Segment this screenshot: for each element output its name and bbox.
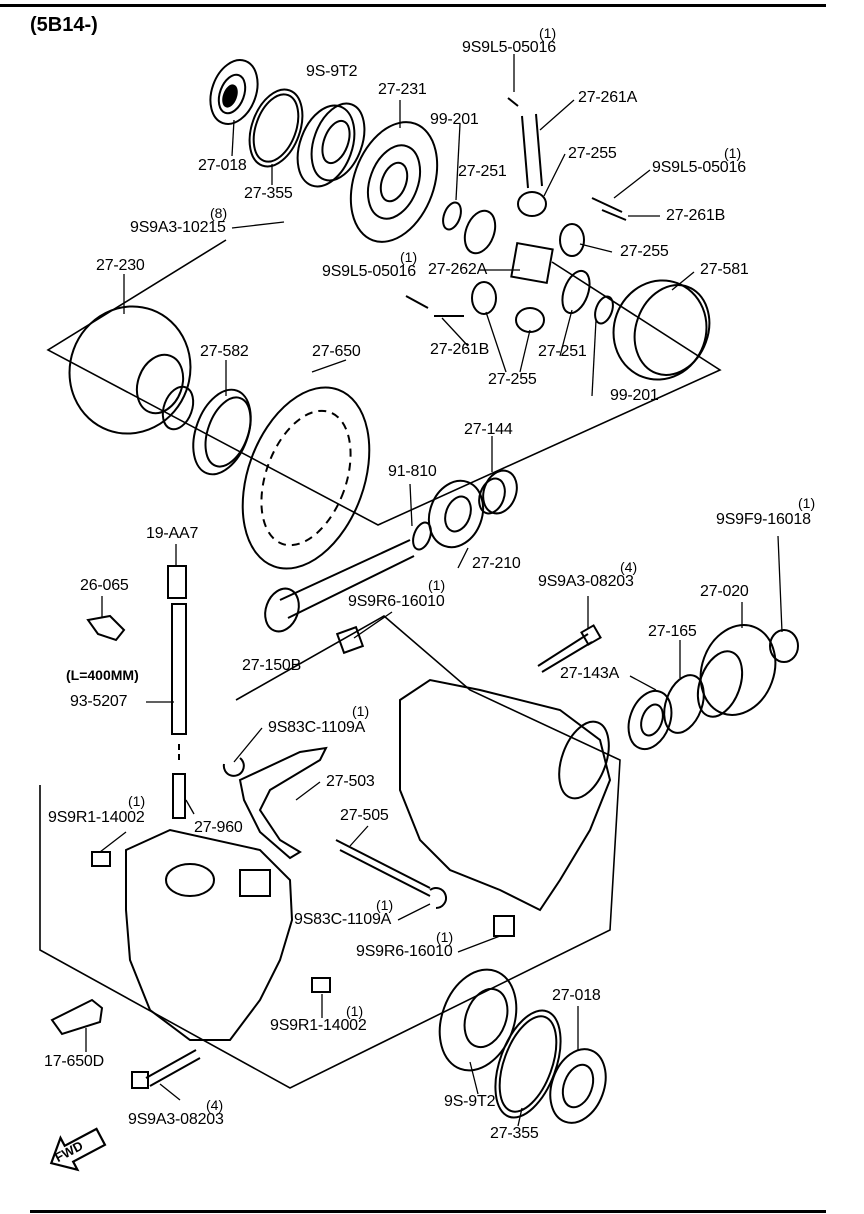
qty-plug-14002-left: (1) bbox=[128, 793, 146, 809]
label-bearing-27-144: 27-144 bbox=[464, 421, 513, 438]
label-gear-27-255-c: 27-255 bbox=[488, 371, 537, 388]
shaft-27-505-drawing bbox=[335, 839, 447, 909]
qty-bolt-08203-bottom: (4) bbox=[206, 1097, 224, 1113]
label-gear-27-255-b: 27-255 bbox=[620, 243, 669, 260]
label-shaft-27-505: 27-505 bbox=[340, 807, 389, 824]
differential-group-outline bbox=[46, 239, 722, 526]
label-shaft-27-261a: 27-261A bbox=[578, 89, 638, 106]
qty-plug-16010-top: (1) bbox=[428, 577, 446, 593]
snap-ring-top-drawing bbox=[222, 757, 245, 777]
pinion-shaft-drawing bbox=[264, 539, 415, 633]
label-pin-9s9l5-mid: 9S9L5-05016 bbox=[322, 263, 416, 280]
label-shim-99-201-bottom: 99-201 bbox=[610, 387, 659, 404]
ring-27-582-drawing bbox=[192, 388, 252, 476]
leader-lines bbox=[85, 54, 783, 1127]
transmission-case-drawing bbox=[125, 828, 294, 1041]
tube-and-cable-drawing bbox=[167, 565, 187, 819]
label-pin-27-261b-right: 27-261B bbox=[666, 207, 726, 224]
label-block-27-262a: 27-262A bbox=[428, 261, 488, 278]
label-case-27-230: 27-230 bbox=[96, 257, 145, 274]
shift-fork-27-503-drawing bbox=[238, 746, 328, 860]
top-border bbox=[0, 4, 826, 7]
label-plug-9s9r1-14002-left: 9S9R1-14002 bbox=[48, 809, 145, 826]
label-bolt-9s9a3-10215: 9S9A3-10215 bbox=[130, 219, 226, 236]
length-note: (L=400MM) bbox=[66, 667, 139, 683]
label-seal-27-018-top: 27-018 bbox=[198, 157, 247, 174]
shim-99-201-drawing bbox=[442, 201, 462, 231]
label-cover-27-231: 27-231 bbox=[378, 81, 427, 98]
clip-26-065-drawing bbox=[86, 614, 126, 642]
bearing-9s-9t2-top-drawing bbox=[296, 102, 366, 188]
label-bolt-9s9a3-08203-bottom: 9S9A3-08203 bbox=[128, 1111, 224, 1128]
housing-27-150b-drawing bbox=[399, 678, 612, 912]
label-snap-9s83c-1109a-bottom: 9S83C-1109A bbox=[294, 911, 392, 928]
qty-nut-16018: (1) bbox=[798, 495, 816, 511]
label-pin-27-261b-mid: 27-261B bbox=[430, 341, 490, 358]
label-bearing-27-210: 27-210 bbox=[472, 555, 521, 572]
label-nut-9s9f9-16018: 9S9F9-16018 bbox=[716, 511, 811, 528]
bolt-9s9a3-08203-bottom-drawing bbox=[131, 1049, 201, 1089]
ring-gear-27-650-drawing bbox=[241, 386, 371, 570]
label-gear-27-251-a: 27-251 bbox=[458, 163, 507, 180]
qty-pin-top: (1) bbox=[539, 25, 557, 41]
label-ring-27-582: 27-582 bbox=[200, 343, 249, 360]
sensor-17-650d-drawing bbox=[50, 998, 104, 1036]
label-plug-9s9r6-16010-top: 9S9R6-16010 bbox=[348, 593, 445, 610]
pinion-gears-drawing bbox=[463, 191, 614, 333]
label-seal-27-165: 27-165 bbox=[648, 623, 697, 640]
qty-plug-16010-bottom: (1) bbox=[436, 929, 454, 945]
qty-bolt-10215: (8) bbox=[210, 205, 228, 221]
qty-bolt-08203-top: (4) bbox=[620, 559, 638, 575]
label-cable-93-5207: 93-5207 bbox=[70, 693, 128, 710]
label-tube-19-aa7: 19-AA7 bbox=[146, 525, 199, 542]
label-ring-27-355-bottom: 27-355 bbox=[490, 1125, 539, 1142]
qty-pin-right: (1) bbox=[724, 145, 742, 161]
bearing-27-210-drawing bbox=[412, 479, 485, 551]
seal-27-165-drawing bbox=[627, 674, 705, 751]
qty-snap-bottom: (1) bbox=[376, 897, 394, 913]
plugs-drawing bbox=[91, 625, 515, 993]
seal-27-018-top-drawing bbox=[209, 59, 259, 125]
case-27-230-drawing bbox=[68, 305, 195, 435]
label-bearing-27-143a: 27-143A bbox=[560, 665, 620, 682]
label-plug-9s9r1-14002-bottom: 9S9R1-14002 bbox=[270, 1017, 367, 1034]
shafts-and-pins-drawing bbox=[405, 97, 627, 317]
label-gear-27-251-b: 27-251 bbox=[538, 343, 587, 360]
flange-27-020-drawing bbox=[696, 624, 799, 718]
bearing-27-144-drawing bbox=[478, 469, 518, 515]
qty-plug-14002-bottom: (1) bbox=[346, 1003, 364, 1019]
bolt-9s9a3-08203-top-drawing bbox=[537, 624, 602, 673]
model-range-header: (5B14-) bbox=[30, 14, 98, 36]
label-gear-27-255-a: 27-255 bbox=[568, 145, 617, 162]
label-gear-27-650: 27-650 bbox=[312, 343, 361, 360]
label-housing-27-150b: 27-150B bbox=[242, 657, 302, 674]
label-ring-27-355-top: 27-355 bbox=[244, 185, 293, 202]
label-shim-91-810: 91-810 bbox=[388, 463, 437, 480]
housing-group-outline bbox=[39, 615, 621, 1089]
label-pin-9s9l5-right: 9S9L5-05016 bbox=[652, 159, 746, 176]
label-seal-9s-9t2-bottom: 9S-9T2 bbox=[444, 1093, 496, 1110]
label-seal-27-018-bottom: 27-018 bbox=[552, 987, 601, 1004]
seal-27-018-bottom-drawing bbox=[549, 1048, 607, 1124]
label-sensor-17-650d: 17-650D bbox=[44, 1053, 104, 1070]
label-flange-27-020: 27-020 bbox=[700, 583, 749, 600]
bottom-border bbox=[30, 1210, 826, 1213]
label-fork-27-503: 27-503 bbox=[326, 773, 375, 790]
label-plug-9s9r6-16010-bottom: 9S9R6-16010 bbox=[356, 943, 453, 960]
qty-snap-top: (1) bbox=[352, 703, 370, 719]
label-pin-9s9l5-top: 9S9L5-05016 bbox=[462, 39, 556, 56]
case-27-581-drawing bbox=[612, 279, 711, 381]
ring-27-355-top-drawing bbox=[248, 88, 304, 168]
label-seal-9s-9t2-top: 9S-9T2 bbox=[306, 63, 358, 80]
label-clip-26-065: 26-065 bbox=[80, 577, 129, 594]
fwd-arrow-icon bbox=[49, 1127, 107, 1172]
label-bolt-9s9a3-08203-top: 9S9A3-08203 bbox=[538, 573, 634, 590]
label-gear-27-960: 27-960 bbox=[194, 819, 243, 836]
label-case-27-581: 27-581 bbox=[700, 261, 749, 278]
cover-27-231-drawing bbox=[349, 121, 439, 243]
label-snap-9s83c-1109a-top: 9S83C-1109A bbox=[268, 719, 366, 736]
label-shim-99-201-top: 99-201 bbox=[430, 111, 479, 128]
qty-pin-mid: (1) bbox=[400, 249, 418, 265]
